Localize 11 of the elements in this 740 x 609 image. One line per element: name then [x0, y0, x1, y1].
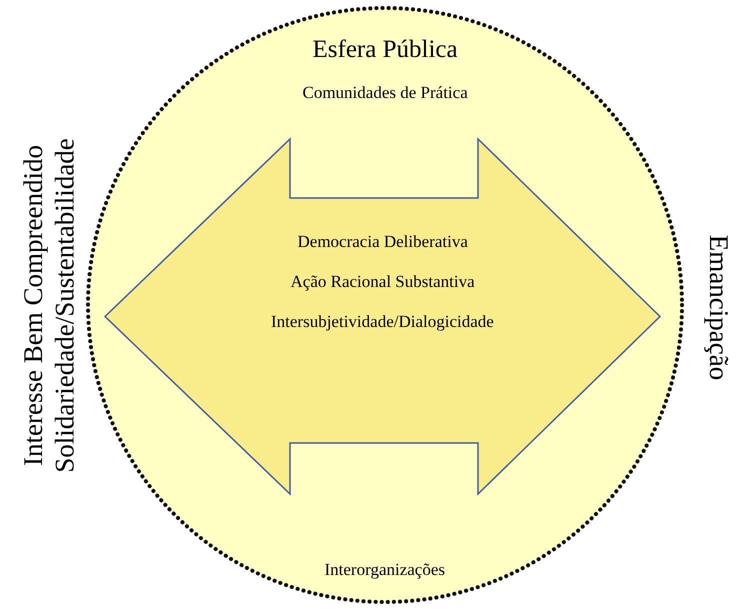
heading: Esfera Pública [312, 36, 458, 64]
side-label: Solidariedade/Sustentabilidade [52, 138, 79, 472]
statement-text: Ação Racional Substantiva [290, 272, 475, 292]
side-label: Interesse Bem Compreendido [19, 144, 46, 466]
side-label: Emancipação [704, 234, 732, 380]
dotted-circle [85, 5, 685, 605]
statement-text: Intersubjetividade/Dialogicidade [271, 312, 494, 332]
caption-text: Interorganizações [324, 560, 446, 580]
double-arrow [105, 138, 660, 495]
statement-text: Democracia Deliberativa [298, 232, 468, 252]
subheading: Comunidades de Prática [302, 84, 468, 102]
